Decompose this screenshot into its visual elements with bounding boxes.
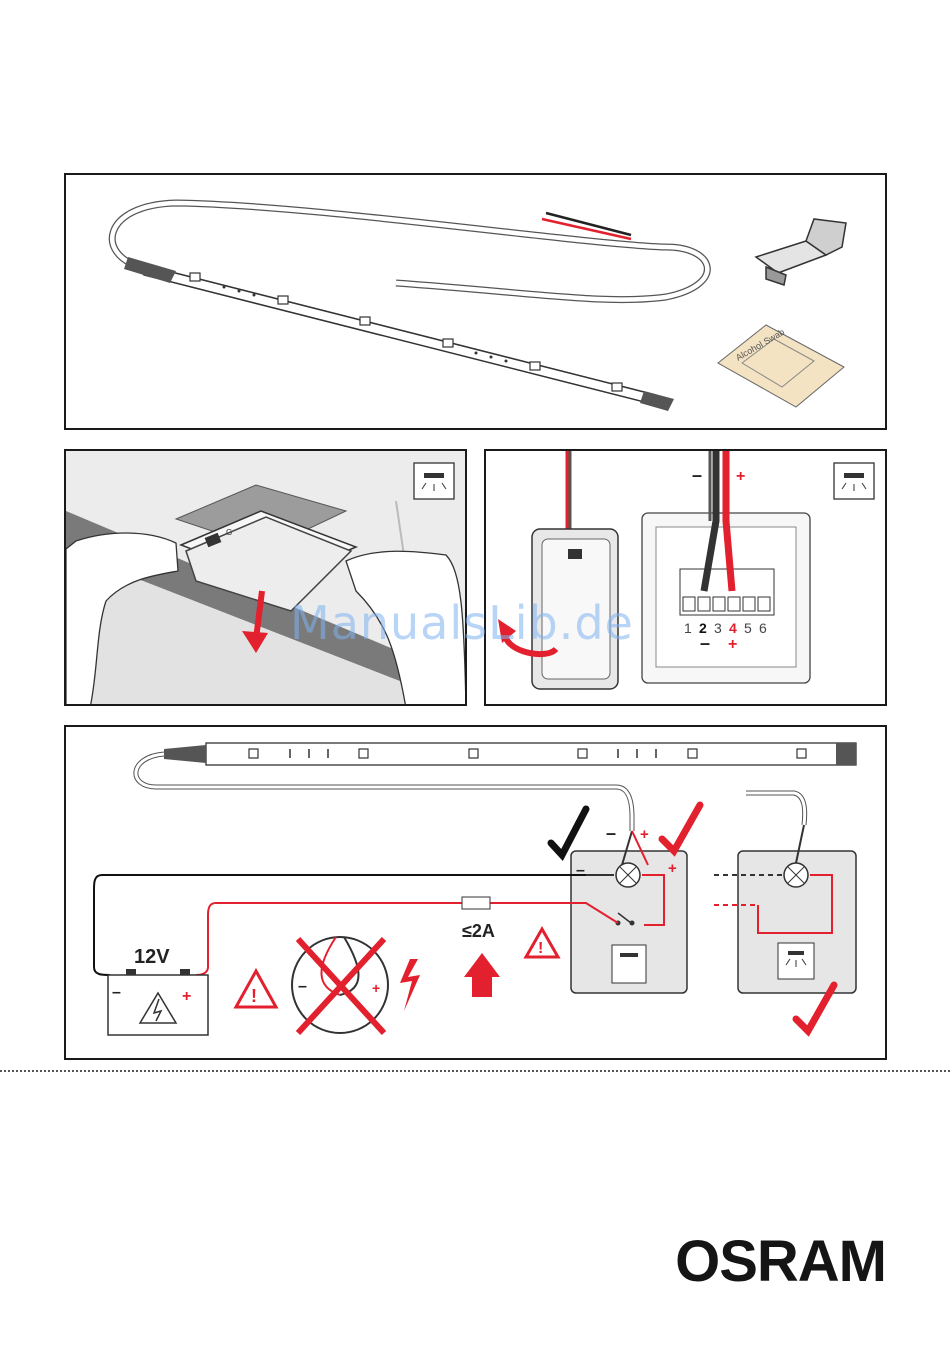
svg-text:!: ! xyxy=(538,940,543,957)
mount-illustration: G xyxy=(66,451,467,706)
fuse xyxy=(462,897,490,909)
crossed-wiring-forbidden: – + xyxy=(292,937,388,1033)
under-cabinet-light-icon xyxy=(414,463,454,499)
watermark: ManualsLib.de xyxy=(290,596,634,650)
mounting-clip xyxy=(756,219,846,285)
terminal-4: 4 xyxy=(729,620,737,636)
terminal-6: 6 xyxy=(759,620,767,636)
strip-end-cap xyxy=(640,391,674,411)
lightning-icon xyxy=(400,959,420,1011)
top-minus-label: – xyxy=(692,465,702,485)
up-arrow xyxy=(464,953,500,997)
box1-minus: – xyxy=(576,862,585,879)
wiring-diagram: – + – + ≤2A ! xyxy=(66,727,887,1060)
warning-icon-1: ! xyxy=(526,929,558,957)
terminal-illustration: – + 1 2 3 4 5 6 – + xyxy=(486,451,887,706)
contents-illustration: Alcohol Swab xyxy=(66,175,887,430)
osram-logo: OSRAM xyxy=(675,1228,886,1295)
switch-glyph: G xyxy=(226,528,232,537)
cut-line xyxy=(0,1070,950,1072)
mount-sensor-panel: G xyxy=(64,449,467,706)
terminal-3: 3 xyxy=(714,620,722,636)
battery-minus: – xyxy=(112,984,121,1001)
wiring-terminal-panel: – + 1 2 3 4 5 6 – + xyxy=(484,449,887,706)
fuse-rating: ≤2A xyxy=(462,921,495,941)
alcohol-swab-packet: Alcohol Swab xyxy=(718,325,844,407)
led-strip-straight xyxy=(206,743,856,765)
battery-voltage: 12V xyxy=(134,946,170,968)
svg-text:!: ! xyxy=(251,986,257,1006)
terminal-1: 1 xyxy=(684,620,692,636)
top-plus-label: + xyxy=(736,468,745,485)
strip-connector-end xyxy=(124,257,176,283)
battery-plus: + xyxy=(182,988,191,1005)
battery-12v: 12V – + xyxy=(108,946,208,1035)
wiring-diagram-panel: – + – + ≤2A ! xyxy=(64,725,887,1060)
check-black-icon xyxy=(551,809,586,855)
bottom-minus-label: – xyxy=(700,633,710,653)
check-red-icon xyxy=(662,805,700,851)
sensor-box-1: – + xyxy=(571,831,687,993)
under-cabinet-light-icon xyxy=(834,463,874,499)
cable-minus-label: – xyxy=(606,823,616,843)
strip-connector xyxy=(164,745,206,763)
cable-plus-label: + xyxy=(640,826,649,843)
box1-plus: + xyxy=(668,860,677,877)
terminal-5: 5 xyxy=(744,620,752,636)
cross-plus: + xyxy=(372,980,380,996)
contents-panel: Alcohol Swab xyxy=(64,173,887,430)
bottom-plus-label: + xyxy=(728,636,737,653)
warning-icon-2: ! xyxy=(236,971,276,1007)
cross-minus: – xyxy=(298,978,307,995)
sensor-box-2 xyxy=(738,825,856,993)
